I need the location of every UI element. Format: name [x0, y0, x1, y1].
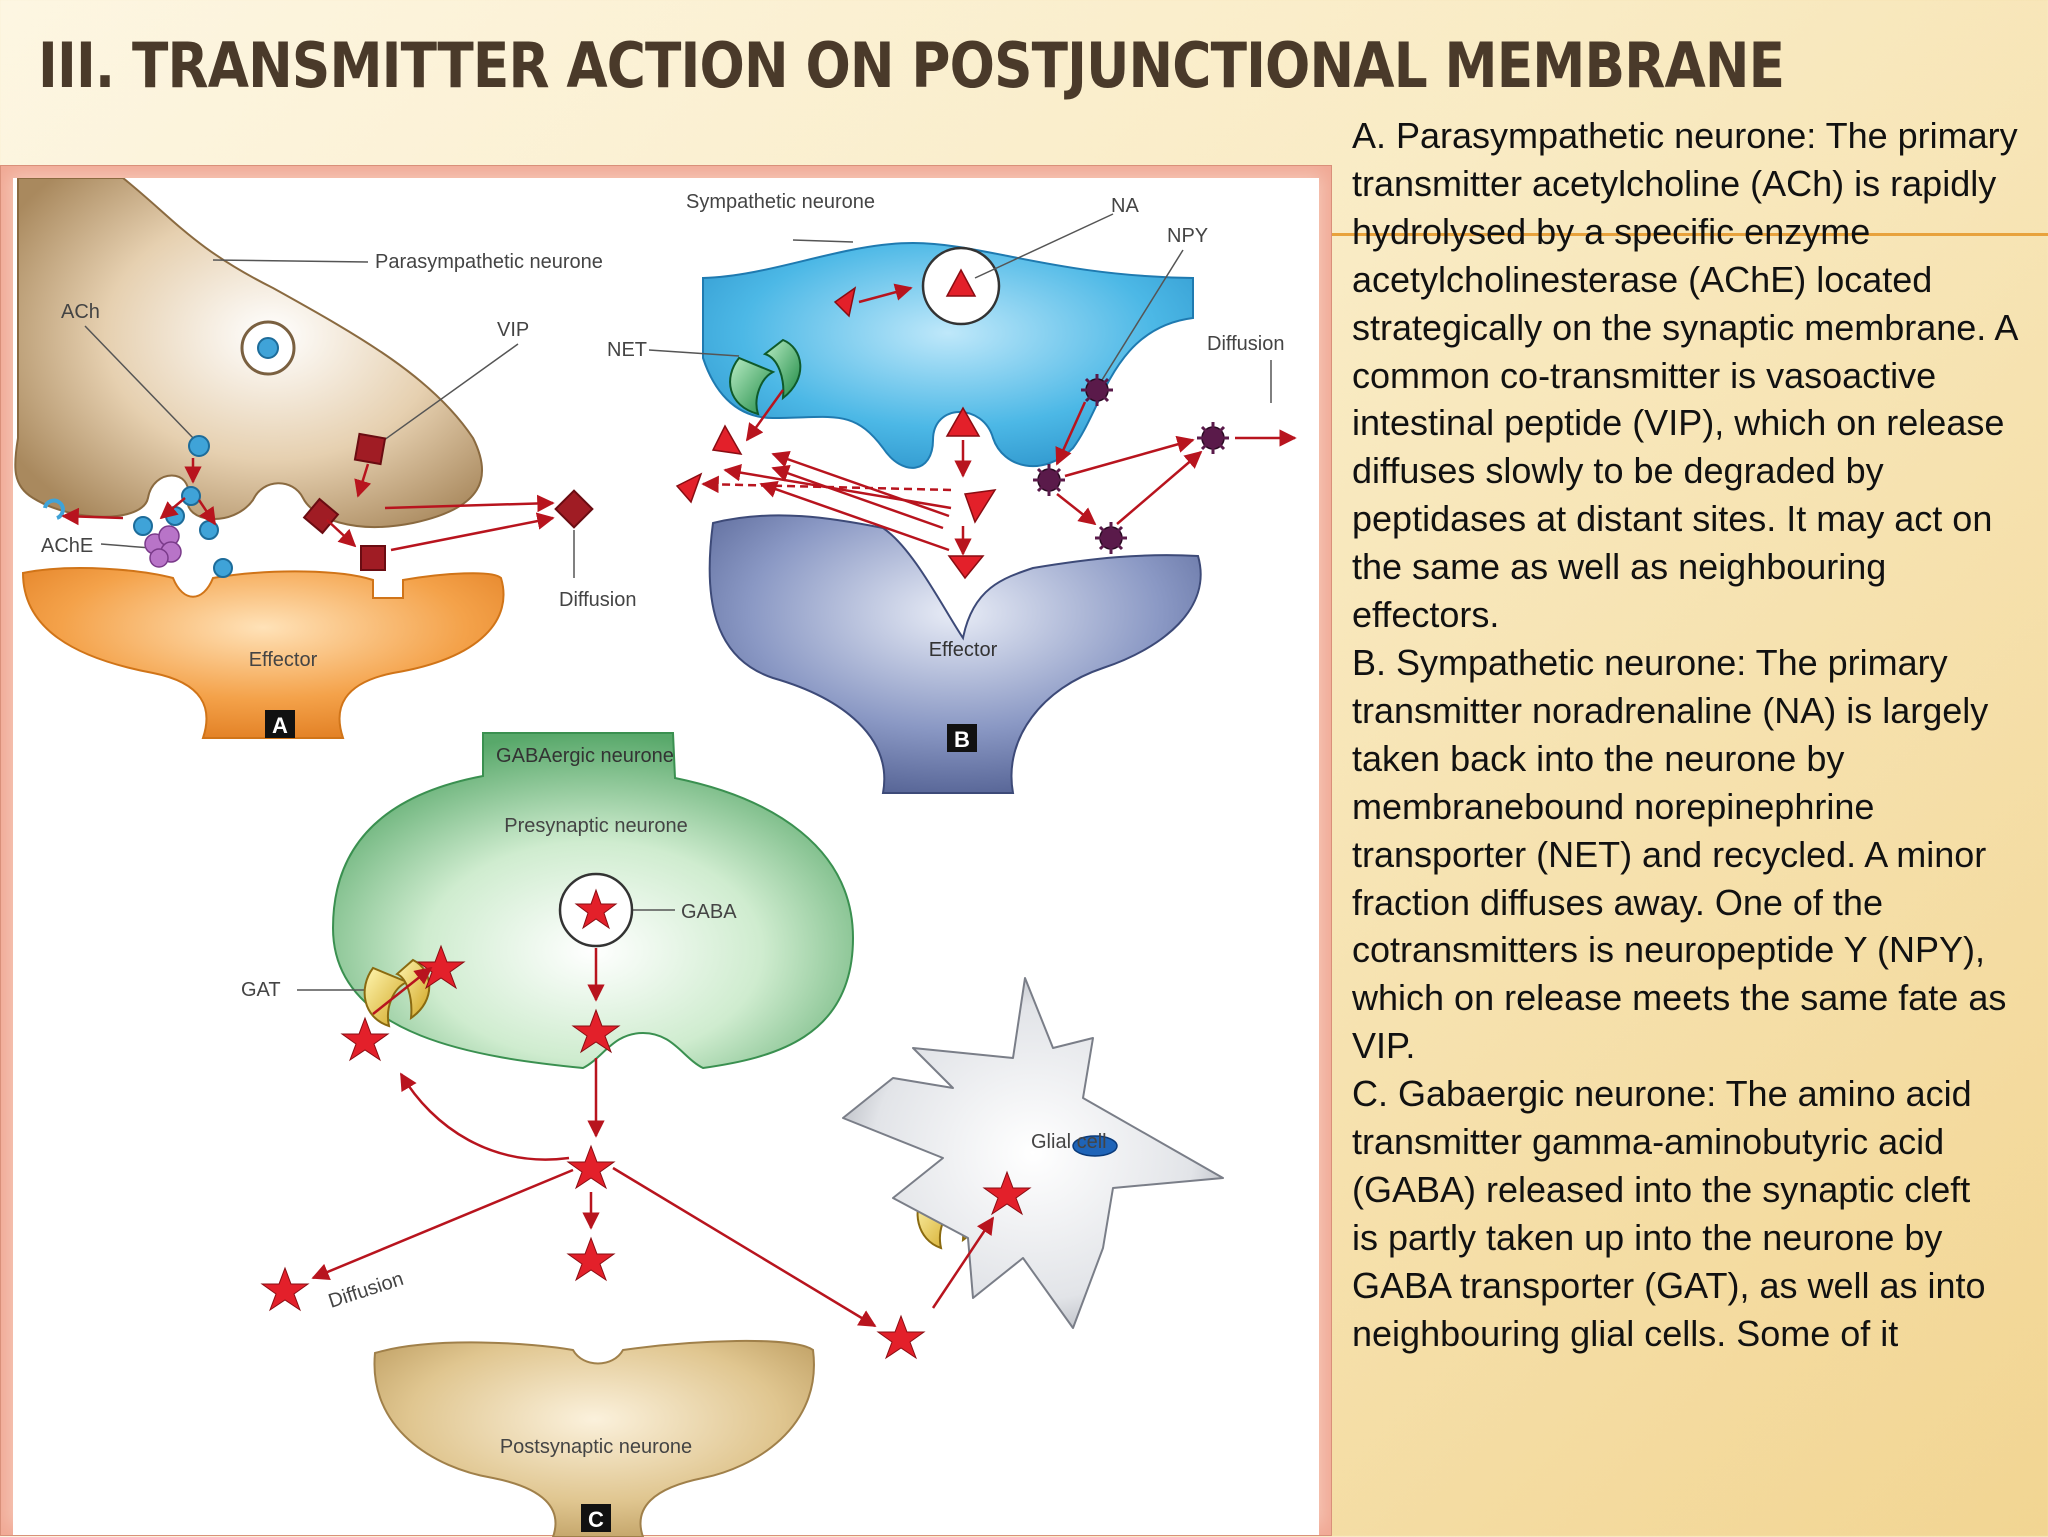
sympathetic-neurone-label: Sympathetic neurone — [686, 191, 875, 213]
panel-c: GABAergic neurone Presynaptic neurone GA… — [241, 732, 1224, 1537]
gabaergic-neurone-label: GABAergic neurone — [496, 745, 674, 767]
glial-nucleus — [1072, 1135, 1118, 1157]
paragraph-a-part2: acetylcholinesterase (AChE) located stra… — [1352, 258, 2017, 396]
figure-canvas: Effector Parasympathetic neurone ACh VIP… — [13, 178, 1319, 1537]
effector-a-label: Effector — [249, 649, 318, 671]
sympathetic-neurone-shape — [702, 241, 1194, 469]
ache-enzyme — [144, 525, 182, 568]
gat-label: GAT — [241, 979, 281, 1001]
panel-a-arrows — [61, 458, 555, 552]
diffusion-c-label: Diffusion — [326, 1268, 406, 1313]
effector-b-shape — [708, 514, 1202, 794]
panel-b-arrows — [723, 283, 1297, 556]
ach-molecules — [133, 435, 233, 578]
badge-a-box — [265, 710, 295, 738]
diffusion-a-label: Diffusion — [559, 589, 636, 611]
badge-b-box — [947, 724, 977, 752]
ach-label: ACh — [61, 301, 100, 323]
net-transporter — [729, 338, 802, 416]
glial-cell-label: Glial cell — [1031, 1131, 1107, 1153]
paragraph-b: B. Sympathetic neurone: The primary tran… — [1352, 641, 2007, 1067]
ache-label: AChE — [41, 535, 93, 557]
badge-c-box — [581, 1504, 611, 1532]
badge-a: A — [272, 713, 288, 738]
diffusion-b-label: Diffusion — [1207, 333, 1284, 355]
na-molecules — [675, 286, 997, 580]
presynaptic-neurone-label: Presynaptic neurone — [504, 815, 687, 837]
figure-frame: Effector Parasympathetic neurone ACh VIP… — [0, 165, 1332, 1537]
vip-label: VIP — [497, 319, 529, 341]
paragraph-c-part2: is partly taken up into the neurone by G… — [1352, 1216, 1986, 1354]
npy-label: NPY — [1167, 225, 1208, 247]
slide-title: III. TRANSMITTER ACTION ON POSTJUNCTIONA… — [38, 29, 1785, 102]
na-label: NA — [1111, 195, 1139, 217]
na-diffusion-dashed-arrow — [701, 475, 952, 494]
paragraph-a-part3: intestinal peptide (VIP), which on relea… — [1352, 402, 2005, 636]
panel-a: Effector Parasympathetic neurone ACh VIP… — [14, 178, 636, 739]
effector-b-label: Effector — [929, 639, 998, 661]
synapse-diagram: Effector Parasympathetic neurone ACh VIP… — [14, 178, 1297, 1537]
paragraph-c-part1: C. Gabaergic neurone: The amino acid tra… — [1352, 1073, 1972, 1210]
panel-b: Effector Sympathetic neurone NA NPY NET … — [607, 191, 1297, 794]
badge-b: B — [954, 727, 970, 752]
npy-spikes — [1033, 374, 1229, 554]
postsynaptic-neurone-label: Postsynaptic neurone — [500, 1436, 692, 1458]
net-label: NET — [607, 339, 647, 361]
glial-cell-shape — [842, 977, 1224, 1329]
paragraph-a-part1: A. Parasympathetic neurone: The primary … — [1352, 115, 2018, 252]
gaba-molecules — [260, 888, 1032, 1360]
parasympathetic-neurone-label: Parasympathetic neurone — [375, 251, 603, 273]
explanation-text: A. Parasympathetic neurone: The primary … — [1352, 112, 2042, 1536]
effector-a-shape — [21, 567, 505, 739]
accent-line — [1328, 233, 2048, 236]
panel-c-arrows — [311, 948, 995, 1328]
badge-c: C — [588, 1507, 604, 1532]
postsynaptic-neurone-shape — [373, 1339, 815, 1537]
gaba-label: GABA — [681, 901, 737, 923]
